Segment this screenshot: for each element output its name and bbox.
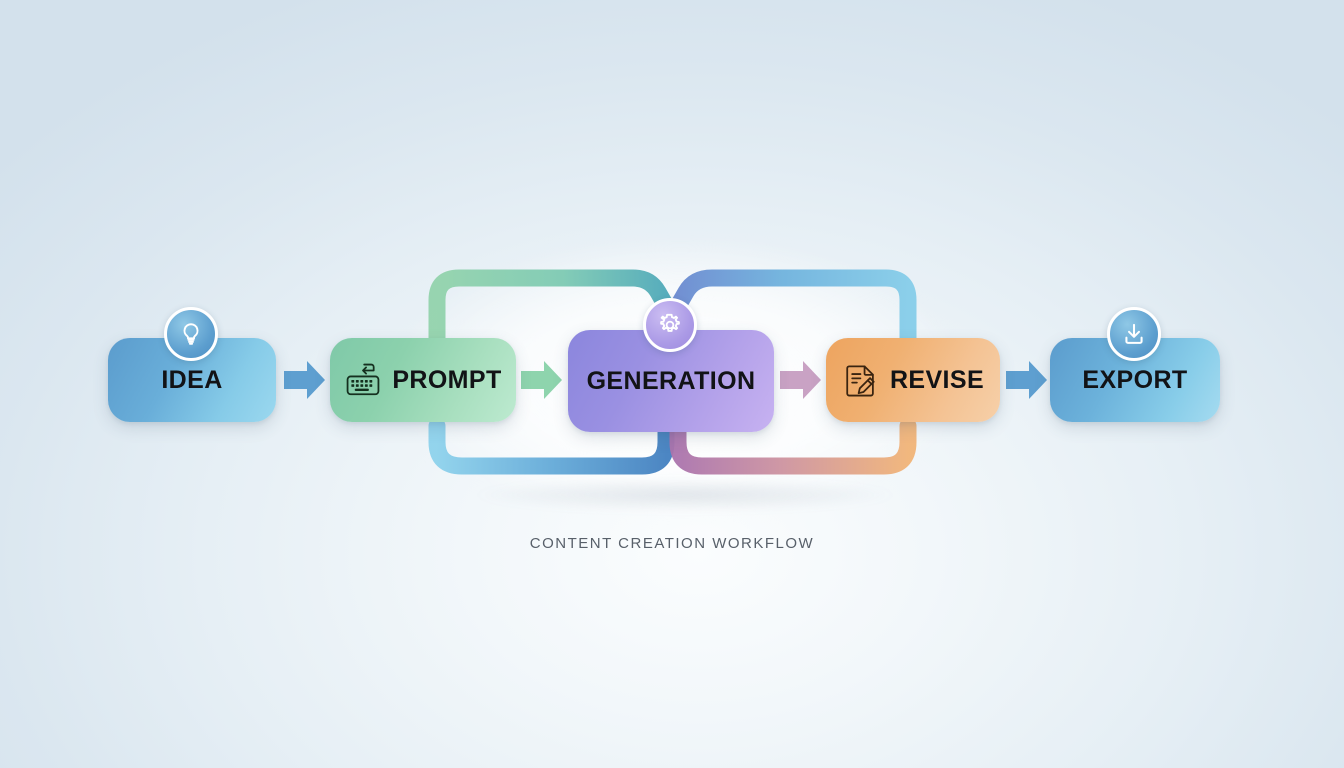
lightbulb-icon-badge [164, 307, 218, 361]
step-prompt-label: PROMPT [392, 365, 502, 394]
step-revise[interactable]: REVISE [826, 338, 1000, 422]
loop-generation-back-to-prompt [428, 417, 675, 475]
step-revise-label: REVISE [889, 365, 985, 394]
arrow-prompt-to-generation [521, 361, 562, 399]
step-prompt[interactable]: PROMPT [330, 338, 516, 422]
download-icon [1125, 323, 1143, 344]
ground-shadow [470, 478, 900, 512]
gear-icon-badge [643, 298, 697, 352]
step-generation-label: GENERATION [586, 366, 756, 395]
diagram-caption: CONTENT CREATION WORKFLOW [529, 535, 815, 552]
document-pencil-icon [846, 365, 875, 397]
loop-revise-back-to-generation [669, 417, 917, 475]
step-generation[interactable]: GENERATION [568, 330, 774, 432]
step-idea-label: IDEA [161, 365, 223, 394]
arrow-idea-to-prompt [284, 361, 325, 399]
gear-icon [660, 313, 680, 332]
download-icon-badge [1107, 307, 1161, 361]
keyboard-icon [346, 363, 380, 396]
arrow-generation-to-revise [780, 361, 821, 399]
lightbulb-icon [183, 323, 199, 345]
arrow-revise-to-export [1006, 361, 1047, 399]
step-export-label: EXPORT [1082, 365, 1188, 394]
